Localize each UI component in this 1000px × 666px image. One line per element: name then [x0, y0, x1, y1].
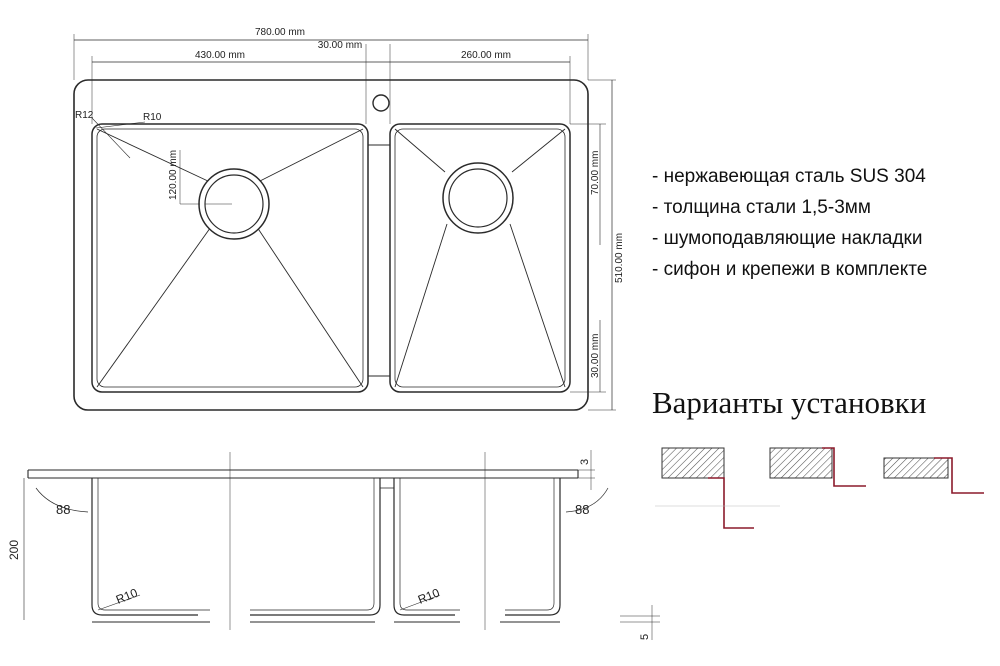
label-section-height: 200: [7, 540, 21, 560]
faucet-hole: [372, 94, 390, 112]
label-drain-offset: 120.00 mm: [168, 150, 179, 200]
variants-title: Варианты установки: [652, 385, 927, 420]
label-angle-left: 88: [56, 502, 70, 517]
feature-item: - шумоподавляющие накладки: [652, 228, 923, 249]
label-overall-depth: 510.00 mm: [614, 233, 625, 283]
label-outer-radius: R12: [75, 110, 94, 121]
label-right-bowl-width: 260.00 mm: [461, 50, 511, 61]
label-top-margin: 70.00 mm: [590, 151, 601, 195]
label-rim-thickness: 3: [579, 459, 591, 465]
label-angle-right: 88: [575, 502, 589, 517]
left-bowl: [91, 123, 369, 393]
sink-outline: [73, 79, 589, 411]
label-left-bowl-width: 430.00 mm: [195, 50, 245, 61]
right-drain: [442, 162, 514, 234]
feature-item: - толщина стали 1,5-3мм: [652, 197, 871, 218]
installation-variant-3: [883, 457, 984, 494]
label-bottom-gap: 5: [639, 634, 651, 640]
label-inner-radius: R10: [143, 112, 162, 123]
label-radius-left: R10: [114, 585, 140, 606]
right-bowl: [389, 123, 571, 393]
label-radius-right: R10: [416, 585, 442, 606]
installation-variant-1: [655, 447, 780, 529]
label-bottom-margin: 30.00 mm: [590, 334, 601, 378]
label-overall-width: 780.00 mm: [255, 27, 305, 38]
installation-variant-2: [769, 447, 866, 487]
label-divider-width: 30.00 mm: [318, 40, 362, 51]
feature-item: - нержавеющая сталь SUS 304: [652, 166, 926, 187]
section-view: [23, 450, 660, 640]
top-view: [73, 34, 616, 411]
feature-item: - сифон и крепежи в комплекте: [652, 259, 928, 280]
